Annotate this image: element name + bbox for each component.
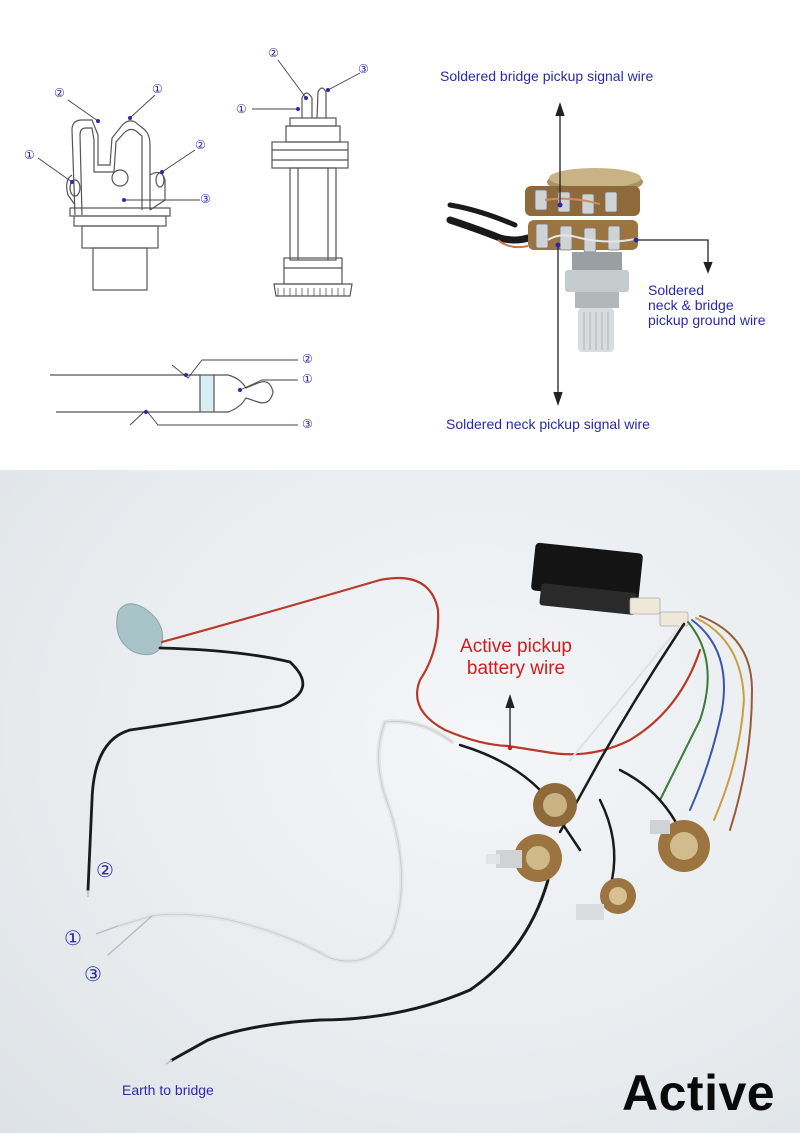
- harness-pot-1: [533, 783, 577, 827]
- battery-wire-label-line2: battery wire: [466, 658, 566, 679]
- marker-two: ②: [268, 46, 279, 60]
- push-pull-pot-illustration: [446, 168, 643, 352]
- ground-wire-label-line1: Soldered: [648, 282, 705, 298]
- wire-marker-one: ①: [64, 926, 82, 950]
- wire-ends: [87, 890, 173, 1065]
- battery-anchor-dot: [507, 745, 513, 751]
- jack-side-view-drawing: [271, 87, 353, 297]
- marker-two: ②: [302, 352, 313, 366]
- ground-wire-label: Soldered neck & bridge pickup ground wir…: [648, 283, 766, 328]
- earth-label: Earth to bridge: [122, 1082, 214, 1098]
- wire-marker-three: ③: [84, 962, 102, 986]
- harness-pot-3: [650, 820, 710, 872]
- marker-three: ③: [302, 417, 313, 431]
- harness-pot-2: [486, 834, 562, 882]
- marker-three: ③: [200, 192, 211, 206]
- marker-one: ①: [302, 372, 313, 386]
- battery-pad: [116, 603, 164, 656]
- ground-wire-label-line2: neck & bridge: [648, 297, 734, 313]
- bridge-signal-label: Soldered bridge pickup signal wire: [440, 68, 654, 84]
- corner-title: Active: [622, 1065, 776, 1121]
- pot-anchor-dots: [555, 202, 639, 248]
- marker-two: ②: [195, 138, 206, 152]
- marker-three: ③: [358, 62, 369, 76]
- marker-one: ①: [236, 102, 247, 116]
- battery-wire-label: Active pickup battery wire: [448, 636, 584, 680]
- ground-wire-label-line3: pickup ground wire: [648, 312, 766, 328]
- neck-signal-label: Soldered neck pickup signal wire: [446, 416, 650, 432]
- battery-wire-label-line1: Active pickup: [460, 636, 572, 657]
- wire-marker-two: ②: [96, 858, 114, 882]
- leader-dots: [70, 88, 330, 414]
- marker-one: ①: [24, 148, 35, 162]
- pot-arrows: [553, 101, 713, 407]
- photo-background: [0, 470, 800, 1133]
- jack-front-view-drawing: [66, 119, 171, 291]
- leader-lines: [37, 59, 361, 426]
- wiring-harness-illustration: [86, 542, 754, 1062]
- battery-arrow: [505, 693, 515, 748]
- marker-two: ②: [54, 86, 65, 100]
- plug-section-drawing: [50, 374, 274, 413]
- marker-one: ①: [152, 82, 163, 96]
- harness-pot-4: [576, 878, 636, 920]
